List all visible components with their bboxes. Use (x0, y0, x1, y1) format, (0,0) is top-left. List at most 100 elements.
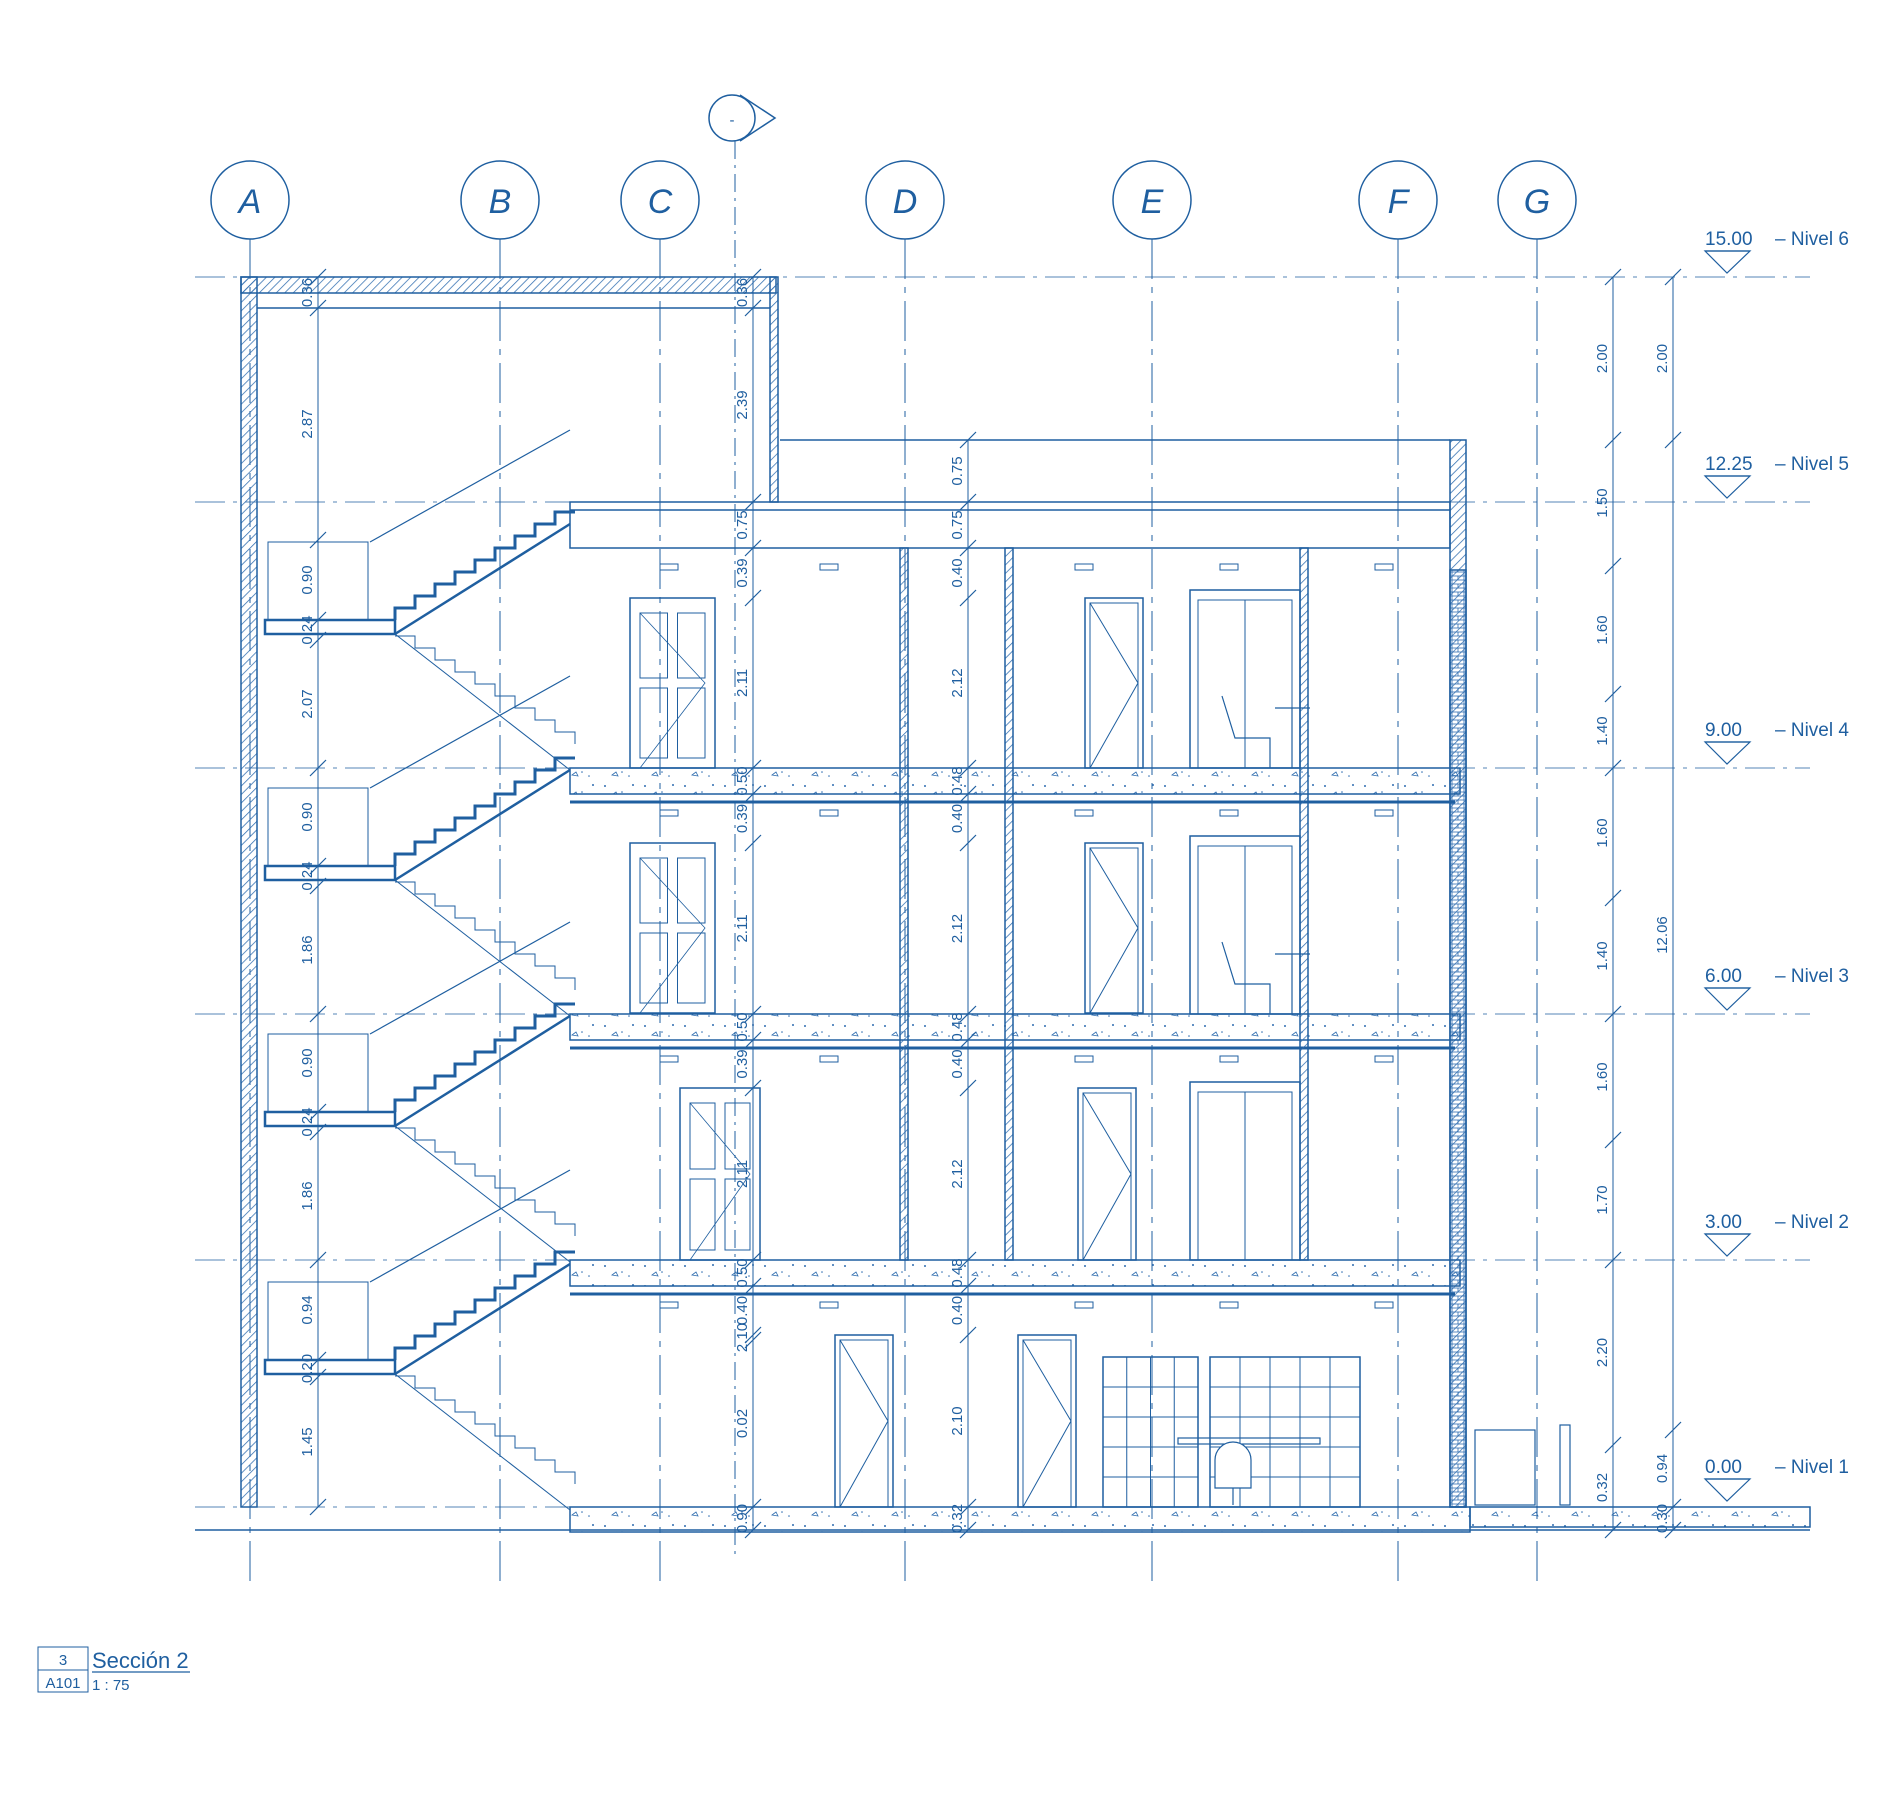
door-frame (839, 1339, 889, 1508)
sidewalk (1469, 1506, 1811, 1528)
dimension-tick (309, 1251, 327, 1269)
dimension-value: 0.39 (734, 558, 751, 587)
dimension-value: 0.90 (299, 565, 316, 594)
exterior-wall-left (240, 276, 258, 1508)
dimension-tick (744, 1031, 762, 1049)
dimension-tick (744, 1331, 762, 1349)
door-panel (689, 1178, 716, 1251)
level-name: – Nivel 5 (1775, 454, 1849, 475)
level-name: – Nivel 3 (1775, 966, 1849, 987)
ceiling-light (819, 563, 839, 571)
stair-handrail (369, 1169, 571, 1283)
level-triangle (1703, 475, 1752, 499)
ceiling-light (1074, 563, 1094, 571)
dimension-tick (1604, 1436, 1622, 1454)
dimension-value: 0.30 (1654, 1504, 1671, 1533)
door-panel (677, 857, 706, 924)
ceiling-light (1219, 563, 1239, 571)
dimension-tick (959, 785, 977, 803)
door-panel (677, 612, 706, 679)
dimension-value: 0.48 (949, 1258, 966, 1287)
door-panel (677, 687, 706, 759)
dimension-value: 1.45 (299, 1427, 316, 1456)
stair-flight (393, 1002, 575, 1112)
stair-landing (263, 618, 397, 636)
level-name: – Nivel 4 (1775, 720, 1849, 741)
dimension-tick (744, 1079, 762, 1097)
door-swing (1082, 1092, 1132, 1261)
stair-soffit (394, 522, 571, 636)
dimension-value: 0.50 (734, 766, 751, 795)
dimension-tick (744, 1521, 762, 1539)
interior-wall (1004, 547, 1014, 1261)
stair-lower-flight (395, 1375, 576, 1484)
dimension-value: 0.75 (949, 510, 966, 539)
dimension-tick (309, 1123, 327, 1141)
view-sheet: A101 (45, 1675, 80, 1692)
dimension-value: 0.40 (949, 804, 966, 833)
dimension-tick (744, 759, 762, 777)
dimension-tick (1604, 1251, 1622, 1269)
dimension-tick (309, 1351, 327, 1369)
ceiling-light (1219, 1301, 1239, 1309)
stair-handrail (369, 921, 571, 1035)
interior-wall (899, 547, 909, 1261)
dimension-value: 1.86 (299, 1181, 316, 1210)
dimension-tick (959, 539, 977, 557)
dimension-value: 0.36 (299, 278, 316, 307)
ceiling-light (659, 1301, 679, 1309)
chair (1221, 941, 1271, 1014)
dimension-tick (744, 539, 762, 557)
ceiling-light (819, 1301, 839, 1309)
dimension-value: 2.10 (734, 1323, 751, 1352)
dimension-value: 2.87 (299, 409, 316, 438)
dimension-tick (1664, 1421, 1682, 1439)
door-panel (639, 687, 668, 759)
floor-slab (569, 767, 1461, 795)
dimension-value: 1.60 (1594, 818, 1611, 847)
dimension-value: 2.12 (949, 914, 966, 943)
dimension-value: 0.24 (299, 1107, 316, 1136)
dimension-tick (309, 1498, 327, 1516)
dimension-tick (309, 631, 327, 649)
level-elevation: 6.00 (1705, 966, 1742, 987)
dimension-value: 0.40 (949, 1296, 966, 1325)
level-triangle (1703, 250, 1752, 274)
door-panel (639, 932, 668, 1004)
dimension-value: 1.40 (1594, 716, 1611, 745)
dimension-value: 0.48 (949, 1012, 966, 1041)
ceiling-light (1374, 563, 1394, 571)
dimension-value: 0.39 (734, 1049, 751, 1078)
interior-wall (1299, 547, 1309, 1261)
dimension-value: 2.11 (734, 914, 751, 942)
grid-label-g: G (1524, 183, 1550, 221)
door-swing (639, 857, 706, 1014)
door-panel (724, 1178, 751, 1251)
dimension-tick (1664, 1521, 1682, 1539)
door-panel (724, 1102, 751, 1170)
stair-soffit (394, 1014, 571, 1128)
dimension-value: 2.11 (734, 669, 751, 697)
grid-label-a: A (237, 183, 262, 221)
door-panel (689, 1102, 716, 1170)
dimension-tick (309, 877, 327, 895)
dimension-value: 0.75 (734, 510, 751, 539)
dimension-value: 0.32 (1594, 1473, 1611, 1502)
door (834, 1334, 894, 1508)
level-elevation: 9.00 (1705, 720, 1742, 741)
door-frame (1022, 1339, 1072, 1508)
dimension-value: 0.02 (734, 1409, 751, 1438)
dimension-value: 0.40 (949, 558, 966, 587)
dimension-tick (1664, 1498, 1682, 1516)
level-name: – Nivel 1 (1775, 1457, 1849, 1478)
door-swing (1022, 1339, 1072, 1508)
dimension-tick (959, 1251, 977, 1269)
ceiling-light (819, 1055, 839, 1063)
dimension-tick (1604, 759, 1622, 777)
floor-slab (569, 1259, 1461, 1287)
dimension-value: 0.24 (299, 861, 316, 890)
door-frame (1082, 1092, 1132, 1261)
stair-handrail (369, 675, 571, 789)
dimension-tick (744, 589, 762, 607)
dimension-tick (309, 1005, 327, 1023)
